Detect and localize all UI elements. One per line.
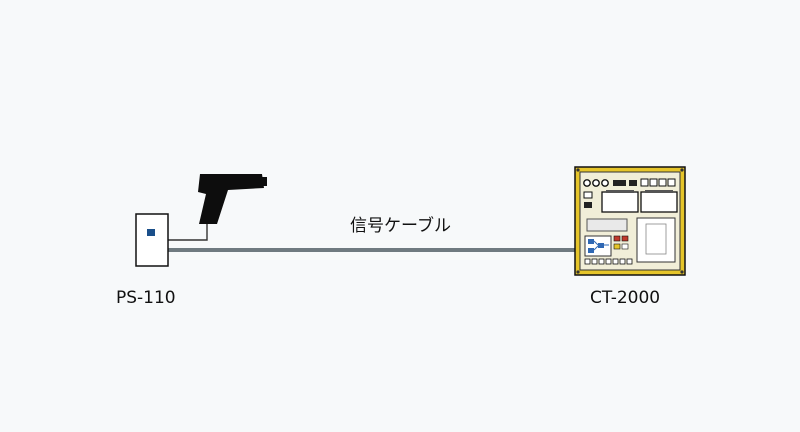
gun-wire xyxy=(168,222,208,241)
ps110-label: PS-110 xyxy=(116,288,176,308)
sensor-indicator-icon xyxy=(147,229,155,236)
cable-label: 信号ケーブル xyxy=(350,216,451,236)
sensor-unit-icon xyxy=(135,213,169,267)
ct2000-label: CT-2000 xyxy=(590,288,661,308)
control-panel-icon xyxy=(574,166,686,276)
scanner-gun-icon xyxy=(198,174,267,224)
